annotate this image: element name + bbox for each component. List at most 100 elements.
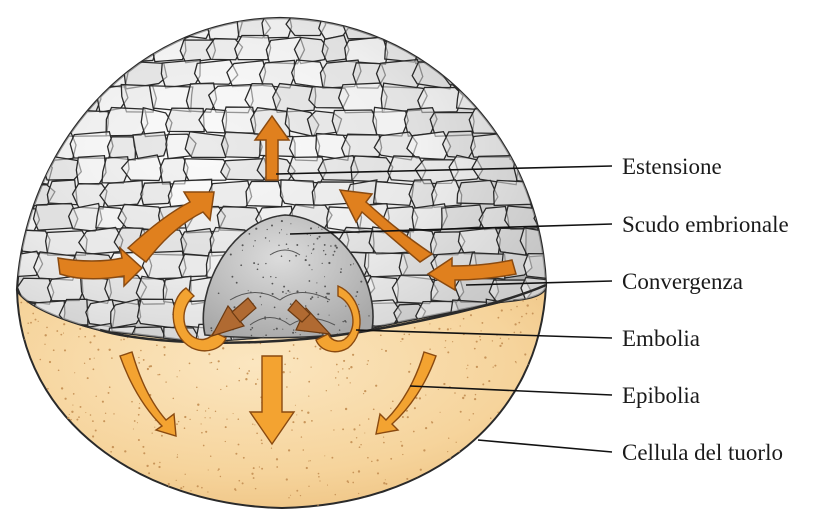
blastoderm-cell bbox=[534, 13, 575, 38]
blastoderm-cell bbox=[475, 60, 508, 86]
yolk-dot bbox=[239, 368, 240, 369]
blastoderm-cell bbox=[551, 229, 581, 255]
blastoderm-cell bbox=[21, 40, 55, 65]
yolk-dot bbox=[209, 362, 210, 363]
blastoderm-cell bbox=[137, 299, 176, 328]
yolk-dot bbox=[481, 322, 483, 324]
yolk-dot bbox=[425, 395, 426, 396]
shield-dot bbox=[253, 262, 255, 264]
yolk-dot bbox=[252, 424, 253, 425]
yolk-dot bbox=[402, 416, 404, 418]
yolk-dot bbox=[176, 423, 178, 425]
shield-dot bbox=[257, 268, 259, 270]
yolk-dot bbox=[138, 362, 140, 364]
shield-dot bbox=[300, 334, 301, 335]
yolk-dot bbox=[510, 478, 512, 480]
yolk-dot bbox=[120, 339, 121, 340]
yolk-dot bbox=[256, 432, 258, 434]
yolk-dot bbox=[406, 478, 408, 480]
yolk-dot bbox=[438, 328, 440, 330]
yolk-dot bbox=[498, 317, 500, 319]
yolk-dot bbox=[64, 349, 66, 351]
shield-dot bbox=[218, 292, 220, 294]
yolk-dot bbox=[498, 503, 500, 505]
shield-dot bbox=[270, 276, 271, 277]
yolk-dot bbox=[425, 427, 427, 429]
blastoderm-cell bbox=[374, 182, 414, 206]
yolk-dot bbox=[481, 330, 482, 331]
yolk-dot bbox=[537, 478, 539, 480]
yolk-dot bbox=[27, 401, 29, 403]
yolk-dot bbox=[47, 388, 49, 390]
blastoderm-cell bbox=[547, 156, 590, 183]
shield-dot bbox=[310, 235, 311, 236]
yolk-dot bbox=[336, 364, 338, 366]
blastoderm-cell bbox=[36, 14, 73, 40]
yolk-dot bbox=[377, 472, 379, 474]
yolk-dot bbox=[58, 369, 60, 371]
yolk-dot bbox=[501, 342, 503, 344]
yolk-dot bbox=[16, 317, 18, 319]
yolk-dot bbox=[16, 363, 18, 365]
yolk-dot bbox=[296, 414, 297, 415]
label-epibolia: Epibolia bbox=[622, 384, 700, 407]
yolk-dot bbox=[38, 434, 40, 436]
yolk-dot bbox=[39, 471, 41, 473]
yolk-dot bbox=[35, 470, 36, 471]
yolk-dot bbox=[488, 380, 490, 382]
yolk-dot bbox=[460, 325, 461, 326]
yolk-dot bbox=[201, 432, 203, 434]
yolk-dot bbox=[363, 393, 364, 394]
blastoderm-cell bbox=[46, 36, 88, 63]
yolk-dot bbox=[55, 467, 56, 468]
shield-dot bbox=[255, 228, 257, 230]
blastoderm-cell bbox=[179, 254, 210, 277]
yolk-dot bbox=[121, 491, 123, 493]
yolk-dot bbox=[35, 319, 37, 321]
shield-dot bbox=[262, 277, 264, 279]
yolk-dot bbox=[209, 417, 210, 418]
yolk-dot bbox=[111, 357, 113, 359]
yolk-dot bbox=[197, 410, 198, 411]
yolk-dot bbox=[235, 453, 237, 455]
yolk-dot bbox=[43, 441, 45, 443]
yolk-dot bbox=[451, 482, 453, 484]
yolk-dot bbox=[140, 350, 142, 352]
yolk-dot bbox=[541, 401, 543, 403]
yolk-dot bbox=[514, 332, 516, 334]
yolk-dot bbox=[390, 458, 392, 460]
yolk-dot bbox=[41, 468, 43, 470]
yolk-dot bbox=[218, 360, 220, 362]
yolk-dot bbox=[261, 443, 263, 445]
shield-dot bbox=[317, 313, 319, 315]
yolk-dot bbox=[36, 399, 38, 401]
yolk-dot bbox=[49, 361, 51, 363]
yolk-dot bbox=[31, 466, 32, 467]
shield-dot bbox=[282, 291, 284, 293]
yolk-dot bbox=[147, 368, 149, 370]
yolk-dot bbox=[476, 366, 478, 368]
yolk-dot bbox=[78, 416, 80, 418]
yolk-dot bbox=[514, 323, 516, 325]
yolk-dot bbox=[124, 450, 126, 452]
yolk-dot bbox=[87, 377, 89, 379]
yolk-dot bbox=[255, 383, 257, 385]
shield-dot bbox=[345, 306, 346, 307]
yolk-dot bbox=[350, 441, 352, 443]
yolk-dot bbox=[71, 411, 73, 413]
shield-dot bbox=[283, 286, 285, 288]
yolk-dot bbox=[105, 413, 106, 414]
yolk-dot bbox=[109, 477, 111, 479]
blastoderm-cell bbox=[532, 62, 572, 84]
yolk-dot bbox=[116, 496, 118, 498]
yolk-dot bbox=[407, 416, 409, 418]
yolk-dot bbox=[254, 424, 255, 425]
yolk-dot bbox=[97, 349, 99, 351]
yolk-dot bbox=[255, 488, 257, 490]
yolk-dot bbox=[353, 428, 355, 430]
yolk-dot bbox=[196, 387, 197, 388]
yolk-dot bbox=[350, 382, 351, 383]
yolk-dot bbox=[490, 417, 492, 419]
blastoderm-cell bbox=[547, 275, 577, 305]
yolk-dot bbox=[92, 420, 94, 422]
